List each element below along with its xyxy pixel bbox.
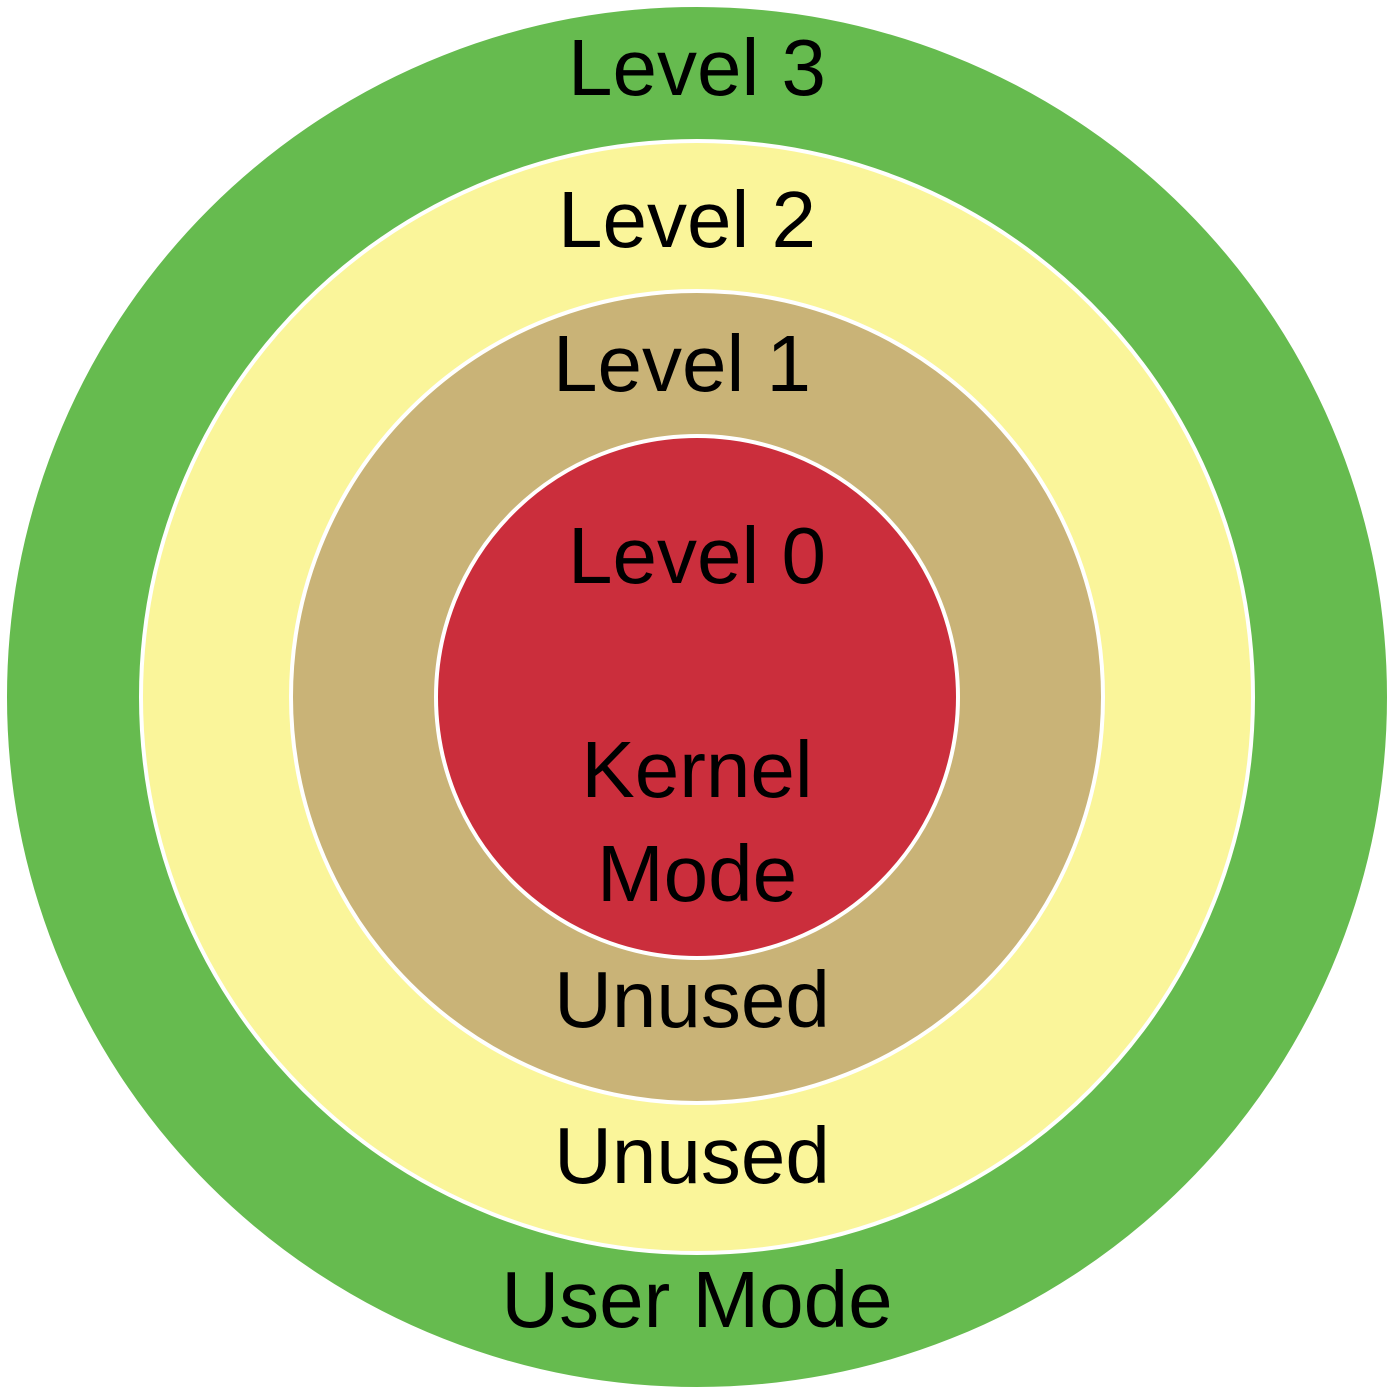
level-2-unused-label: Unused [554, 1111, 830, 1200]
level-2-label: Level 2 [558, 175, 816, 264]
user-mode-label: User Mode [501, 1255, 892, 1344]
level-0-label: Level 0 [568, 511, 826, 600]
level-3-label: Level 3 [568, 23, 826, 112]
kernel-mode-label-line2: Mode [597, 829, 797, 918]
level-1-unused-label: Unused [554, 955, 830, 1044]
level-1-label: Level 1 [553, 319, 811, 408]
ring-level-0 [434, 434, 960, 960]
kernel-mode-label-line1: Kernel [581, 725, 812, 814]
